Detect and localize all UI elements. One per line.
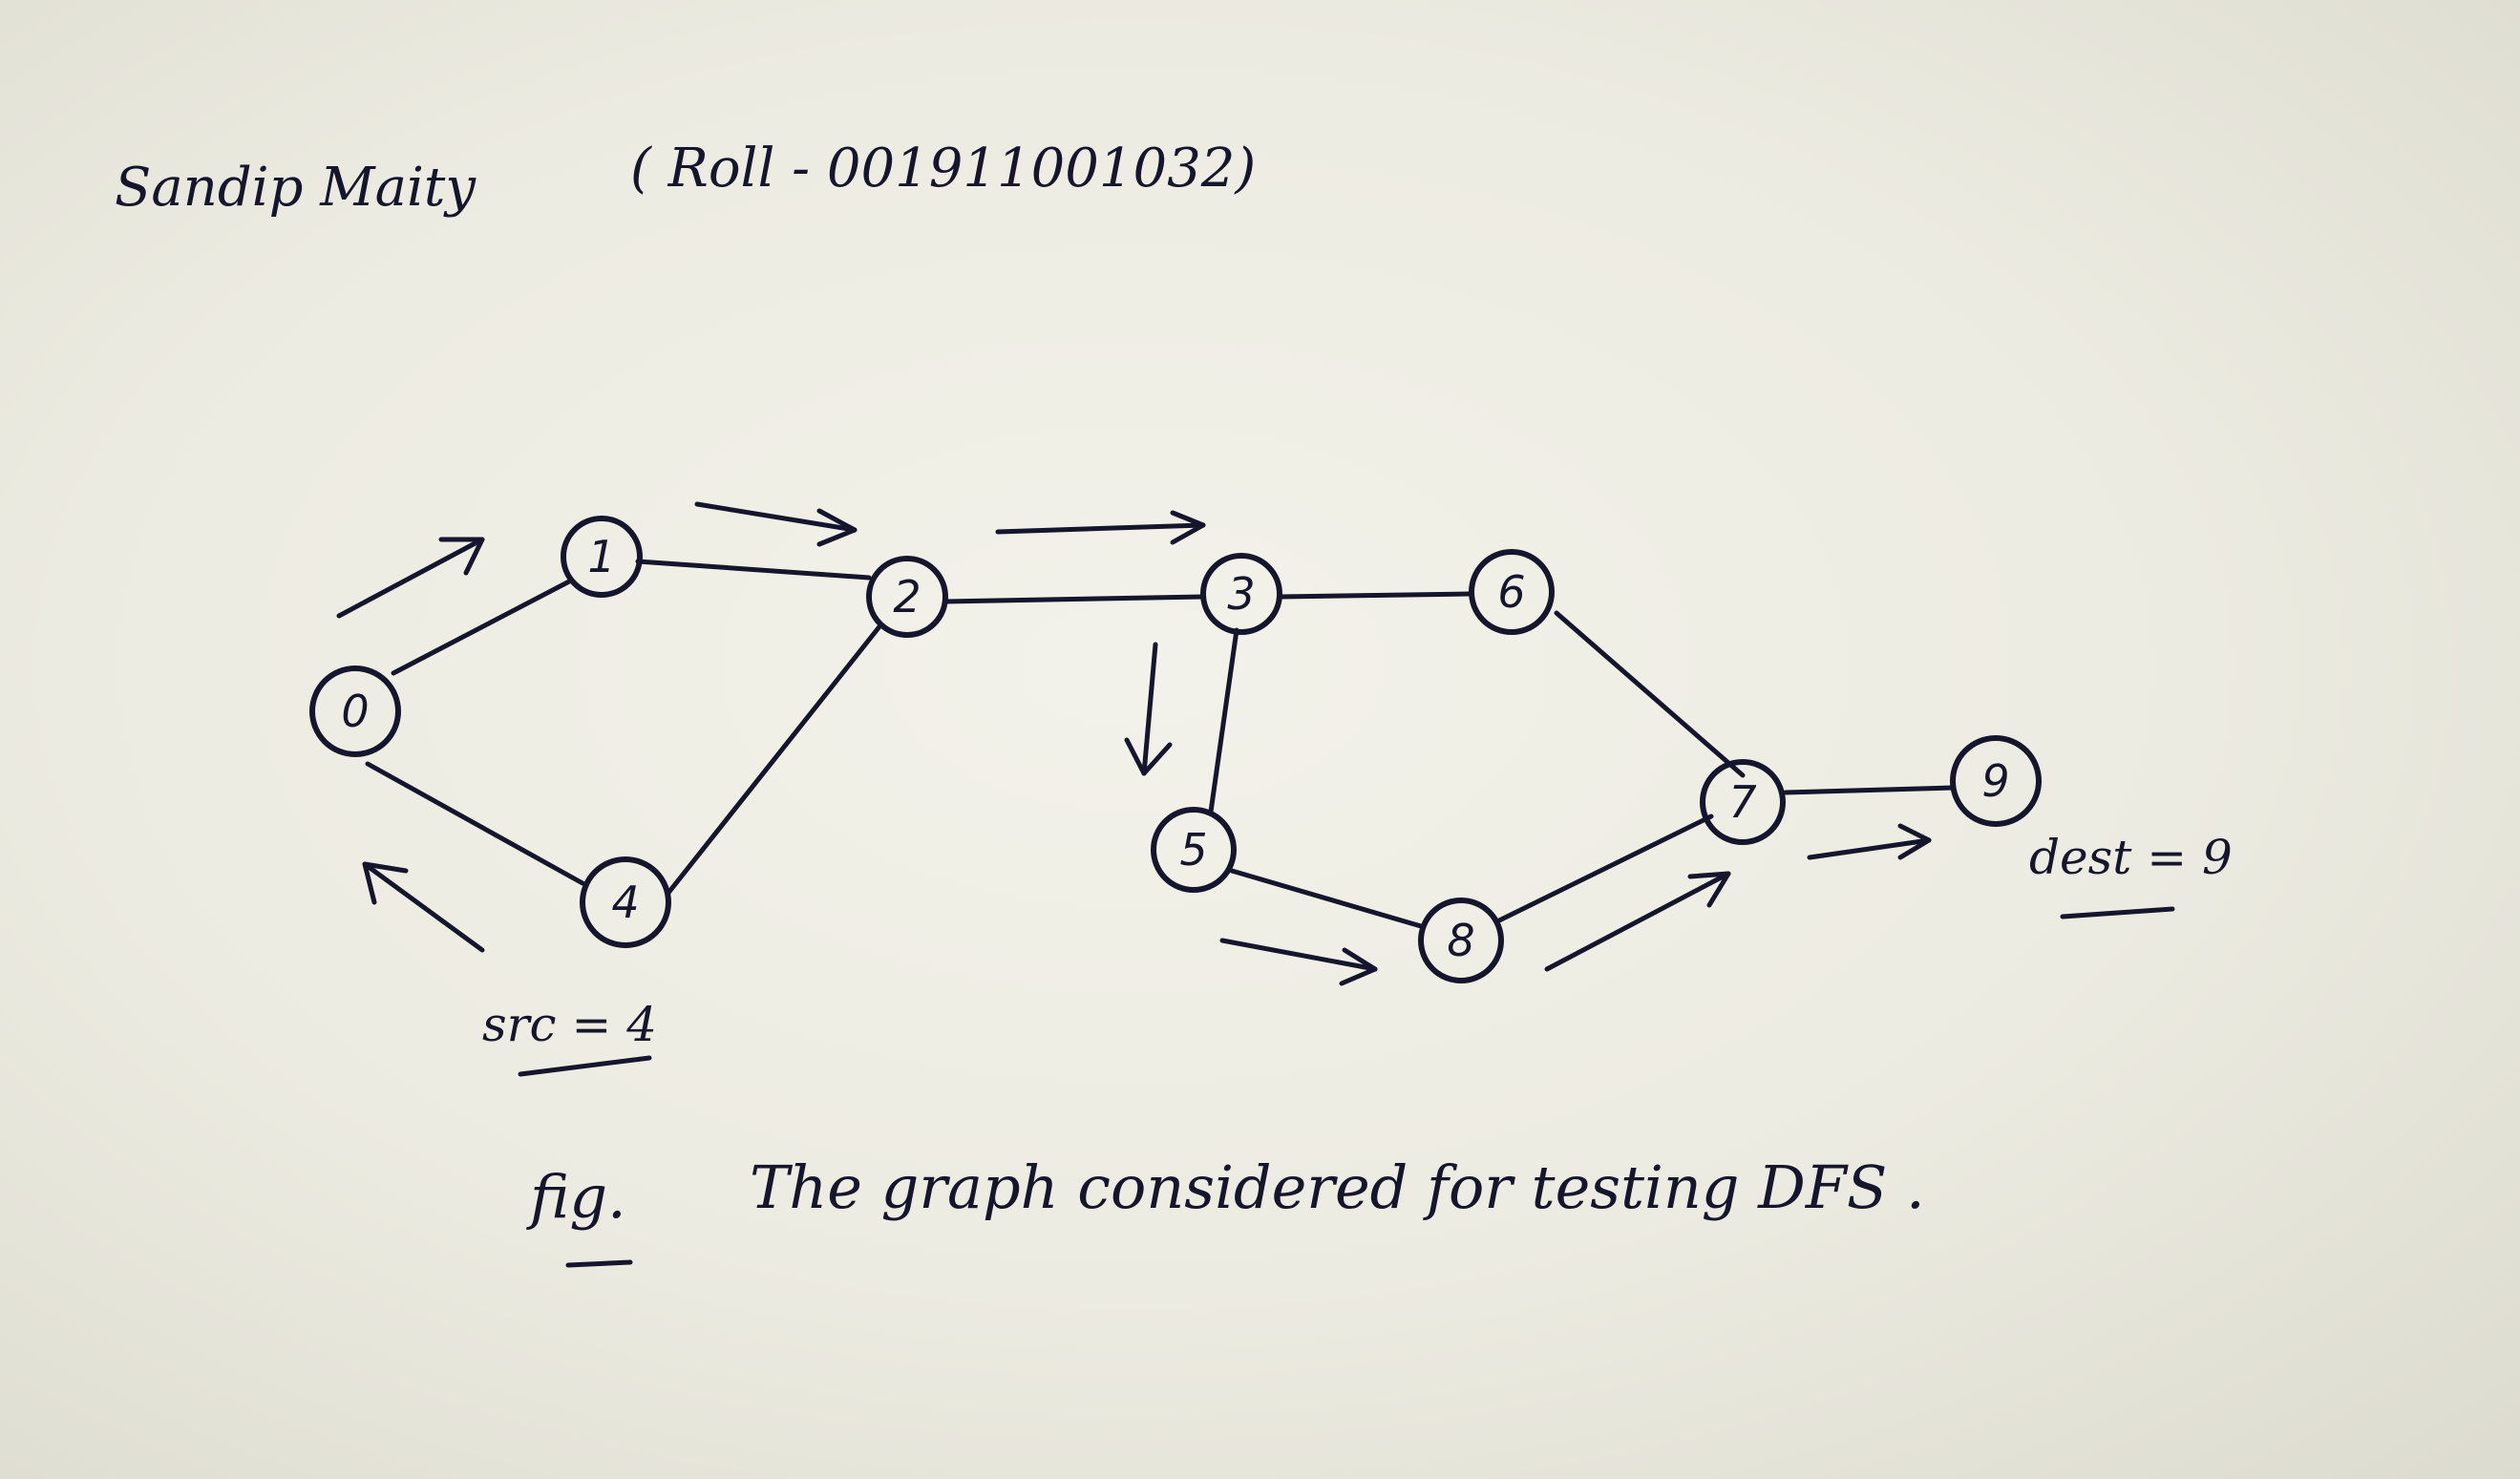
traversal-arrows (336, 501, 1932, 986)
edge-8-7 (1494, 813, 1714, 924)
edge-0-4 (365, 761, 585, 886)
arrow-0-to-1 (336, 537, 485, 619)
edge-0-1 (391, 578, 574, 676)
node-label: 3 (1227, 568, 1255, 620)
arrow-1-to-2 (694, 501, 858, 547)
author-name: Sandip Maity (115, 157, 476, 219)
node-4: 4 (580, 856, 671, 948)
node-8: 8 (1418, 898, 1504, 983)
node-label: 8 (1447, 915, 1474, 966)
node-6: 6 (1469, 549, 1555, 635)
arrow-2-to-3 (995, 510, 1206, 545)
edge-3-5 (1208, 627, 1239, 814)
edge-7-9 (1783, 785, 1956, 795)
node-9: 9 (1950, 735, 2042, 827)
node-7: 7 (1700, 759, 1786, 845)
edge-3-6 (1277, 591, 1472, 600)
arrow-7-to-9 (1807, 823, 1932, 860)
edge-1-2 (635, 559, 872, 581)
src-underline (518, 1055, 652, 1077)
arrow-8-to-7 (1544, 871, 1731, 972)
node-0: 0 (309, 666, 401, 757)
graph-nodes: 0 1 2 3 4 5 6 7 (309, 516, 2042, 983)
node-label: 2 (893, 571, 921, 623)
dest-label: dest = 9 (2029, 830, 2233, 885)
edge-2-3 (942, 594, 1206, 604)
node-label: 9 (1981, 755, 2009, 807)
dest-underline (2060, 906, 2175, 919)
caption-text: The graph considered for testing DFS . (750, 1152, 1925, 1222)
caption-fig-underline (565, 1259, 633, 1268)
node-label: 5 (1179, 824, 1207, 876)
node-label: 6 (1497, 566, 1525, 618)
node-label: 0 (341, 686, 369, 737)
src-label: src = 4 (482, 997, 657, 1052)
arrow-4-to-0 (362, 861, 485, 953)
edge-4-2 (666, 623, 883, 896)
graph-edges (365, 559, 1956, 929)
node-1: 1 (561, 516, 643, 598)
node-label: 1 (587, 531, 615, 582)
caption-fig: fig. (526, 1162, 626, 1232)
node-3: 3 (1200, 553, 1282, 635)
node-5: 5 (1151, 807, 1237, 893)
node-label: 7 (1728, 776, 1756, 828)
node-label: 4 (611, 877, 639, 928)
edge-5-8 (1229, 868, 1424, 929)
edge-6-7 (1554, 610, 1746, 778)
node-2: 2 (866, 556, 948, 638)
roll-number: ( Roll - 001911001032) (630, 137, 1256, 200)
arrow-5-to-8 (1219, 938, 1378, 986)
arrow-3-to-5 (1124, 642, 1173, 776)
